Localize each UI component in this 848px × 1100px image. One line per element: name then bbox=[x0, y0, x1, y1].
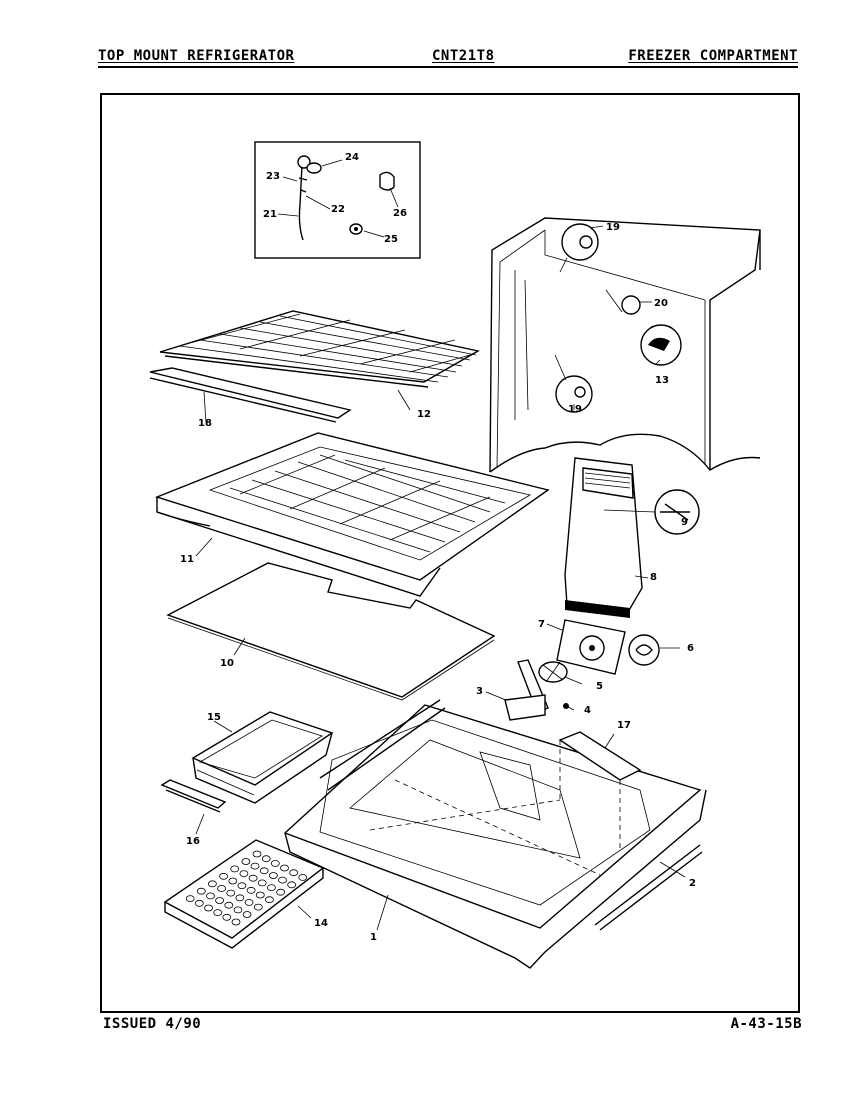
ice-cube-cell bbox=[298, 874, 308, 881]
callout-23: 23 bbox=[266, 171, 280, 182]
pan-rail bbox=[160, 779, 227, 813]
callout-15: 15 bbox=[207, 712, 221, 723]
ice-cube-cell bbox=[196, 887, 206, 895]
ice-cube-cell bbox=[219, 872, 229, 880]
ice-cube-cell bbox=[204, 904, 213, 912]
ice-cube-cell bbox=[194, 899, 204, 907]
callout-14: 14 bbox=[314, 918, 328, 929]
ice-cube-cell bbox=[255, 891, 265, 899]
ice-cube-cell bbox=[278, 876, 287, 884]
ice-cube-cell bbox=[259, 867, 269, 875]
ice-cube-cell bbox=[231, 918, 241, 926]
callout-10: 10 bbox=[220, 658, 234, 669]
callout-leaders bbox=[195, 225, 686, 931]
freezer-cabinet bbox=[489, 217, 761, 473]
shelf-front-trim bbox=[149, 367, 352, 423]
ice-cube-cell bbox=[239, 870, 249, 877]
callout-16: 16 bbox=[186, 836, 200, 847]
ice-cube-cell bbox=[270, 860, 280, 867]
callout-21: 21 bbox=[263, 209, 277, 220]
callout-3: 3 bbox=[476, 686, 483, 697]
ice-cube-cell bbox=[228, 877, 238, 885]
freezer-floor-liner bbox=[283, 699, 707, 969]
air-duct-cover bbox=[564, 457, 700, 618]
ice-cube-cell bbox=[224, 901, 234, 909]
ice-cube-cell bbox=[206, 892, 215, 900]
fan-motor-group bbox=[504, 619, 660, 721]
callout-5: 5 bbox=[596, 681, 603, 692]
callout-17: 17 bbox=[617, 720, 631, 731]
callout-6: 6 bbox=[687, 643, 694, 654]
callout-1: 1 bbox=[370, 932, 377, 943]
callout-4: 4 bbox=[584, 705, 591, 716]
ice-cube-cell bbox=[266, 884, 276, 891]
callout-8: 8 bbox=[650, 572, 657, 583]
callout-2: 2 bbox=[689, 878, 696, 889]
footer-page-code: A-43-15B bbox=[730, 1016, 802, 1032]
ice-cube-cell bbox=[226, 889, 236, 897]
ice-cube-cell bbox=[222, 913, 232, 921]
freezer-pan bbox=[191, 711, 334, 804]
ice-cube-cell bbox=[246, 886, 256, 894]
ice-cube-cell bbox=[213, 909, 223, 916]
ice-cube-cell bbox=[237, 882, 247, 890]
callout-25: 25 bbox=[384, 234, 398, 245]
callout-20: 20 bbox=[654, 298, 668, 309]
ice-cube-cell bbox=[230, 865, 240, 873]
ice-cube-cell bbox=[287, 881, 297, 889]
ice-cube-cell bbox=[248, 874, 258, 882]
ice-cube-cell bbox=[250, 862, 260, 870]
callout-12: 12 bbox=[417, 409, 431, 420]
inset-leaders bbox=[277, 159, 399, 238]
callout-24: 24 bbox=[345, 152, 359, 163]
header-model-number: CNT21T8 bbox=[432, 48, 495, 64]
ice-cube-cell bbox=[289, 869, 299, 877]
footer-issue-date: ISSUED 4/90 bbox=[103, 1016, 202, 1032]
callout-7: 7 bbox=[538, 619, 545, 630]
ice-cube-cell bbox=[264, 896, 274, 904]
callout-19-lower: 19 bbox=[568, 404, 582, 415]
callout-9: 9 bbox=[681, 517, 688, 528]
ice-cube-cell bbox=[235, 894, 245, 902]
ice-cube-cell bbox=[261, 855, 271, 863]
ice-cube-cell bbox=[241, 858, 251, 865]
header-rule bbox=[98, 66, 798, 68]
insulation-pad bbox=[166, 562, 496, 701]
callout-13: 13 bbox=[655, 375, 669, 386]
header-section-title: FREEZER COMPARTMENT bbox=[628, 48, 798, 64]
ice-cube-cell bbox=[185, 895, 195, 902]
callout-22: 22 bbox=[331, 204, 345, 215]
ice-cube-cell bbox=[233, 906, 243, 914]
ice-cube-cell bbox=[217, 885, 227, 892]
callout-26: 26 bbox=[393, 208, 407, 219]
diagram-frame bbox=[100, 93, 800, 1013]
ice-cube-cell bbox=[280, 864, 289, 872]
wire-shelf bbox=[159, 310, 480, 388]
ice-cube-cell bbox=[276, 888, 286, 896]
callout-11: 11 bbox=[180, 554, 194, 565]
ice-cube-cell bbox=[257, 879, 267, 887]
callout-labels: 24 23 22 21 26 25 19 20 13 19 12 18 9 11… bbox=[180, 152, 696, 943]
light-parts-inset bbox=[254, 141, 421, 259]
ice-cube-cell bbox=[253, 903, 263, 911]
header-model-type: TOP MOUNT REFRIGERATOR bbox=[98, 48, 295, 64]
ice-cube-cell bbox=[215, 897, 225, 904]
callout-18: 18 bbox=[198, 418, 212, 429]
ice-cube-cell bbox=[268, 872, 278, 879]
ice-cube-cell bbox=[207, 880, 217, 888]
ice-cube-cell bbox=[252, 850, 262, 858]
freezer-shelf-assembly bbox=[154, 432, 550, 597]
ice-cube-cell bbox=[242, 911, 252, 918]
ice-cube-cell bbox=[244, 899, 254, 906]
callout-19-upper: 19 bbox=[606, 222, 620, 233]
